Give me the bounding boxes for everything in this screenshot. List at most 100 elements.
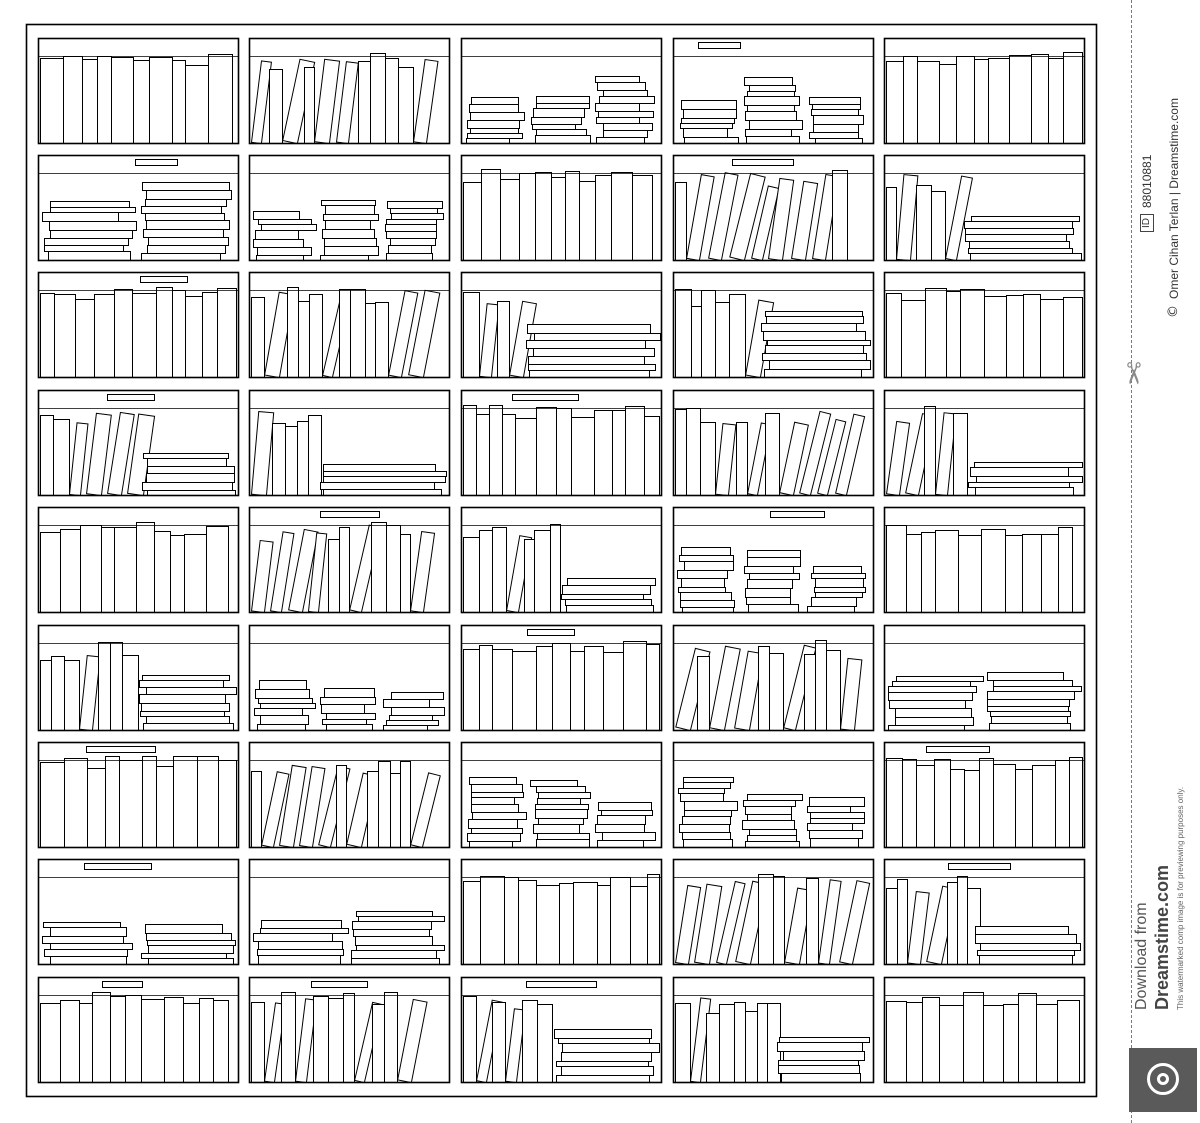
book-stacked <box>43 922 121 928</box>
book-spine <box>1063 297 1083 377</box>
book-stacked <box>766 316 864 324</box>
book-leaning <box>714 423 737 495</box>
shelf-books <box>463 874 660 964</box>
book-stacked <box>533 824 580 834</box>
download-from-label: Download from <box>1133 902 1150 1010</box>
dreamstime-logo-icon <box>1129 1048 1197 1112</box>
book-spine <box>197 756 219 847</box>
book-spine <box>697 656 710 730</box>
book-spine <box>213 1000 229 1082</box>
book-stacked <box>536 96 590 104</box>
book-stacked <box>680 793 724 802</box>
book-leaning <box>839 880 871 964</box>
book-lying <box>135 159 178 166</box>
book-spine <box>524 539 535 612</box>
book-lying <box>948 863 1011 870</box>
book-stacked <box>148 958 234 964</box>
book-leaning <box>708 172 739 260</box>
shelf-compartment <box>460 389 663 497</box>
book-stacked <box>468 819 518 829</box>
book-spine <box>935 530 959 612</box>
dashed-cut-line <box>1131 0 1132 1123</box>
book-spine <box>480 876 505 964</box>
book-spine <box>172 60 186 143</box>
book-stacked <box>683 782 731 789</box>
book-stacked <box>537 798 581 805</box>
shelf-books <box>40 276 237 377</box>
book-stacked <box>49 221 137 231</box>
book-spine <box>924 406 936 495</box>
book-stacked <box>682 816 731 825</box>
book-stacked <box>148 945 234 954</box>
book-spine <box>40 762 65 847</box>
shelf-compartment <box>672 858 875 966</box>
book-leaning <box>734 650 764 730</box>
book-stacked <box>323 489 442 495</box>
shelf-cell <box>883 389 1086 497</box>
book-leaning <box>686 174 715 260</box>
book-spine <box>719 1004 735 1082</box>
shelf-cell <box>37 741 240 849</box>
shelf-compartment <box>460 506 663 614</box>
book-spine <box>1057 1000 1080 1082</box>
book-stacked <box>747 550 801 558</box>
book-spine <box>536 646 553 730</box>
book-stacked <box>742 820 795 830</box>
book-stacked <box>44 238 129 246</box>
book-stacked <box>143 229 224 238</box>
book-stacked <box>50 207 136 213</box>
book-spine <box>463 405 477 495</box>
book-stacked <box>391 692 444 700</box>
book-stacked <box>146 687 237 695</box>
book-stacked <box>143 723 234 730</box>
book-stacked <box>253 933 333 942</box>
book-stacked <box>142 182 230 191</box>
book-stacked <box>889 700 966 709</box>
book-stacked <box>528 356 645 365</box>
book-spine <box>981 529 1006 612</box>
image-id-number: 88010881 <box>1140 154 1154 208</box>
book-stacked <box>467 120 520 129</box>
shelf-books <box>463 169 653 260</box>
book-spine <box>950 769 965 847</box>
book-stacked <box>42 212 119 222</box>
shelf-books <box>250 53 439 143</box>
book-leaning <box>68 422 89 495</box>
book-stacked <box>536 839 590 847</box>
shelf-books <box>680 42 864 143</box>
book-stacked <box>534 333 661 341</box>
book-stacked <box>324 688 375 698</box>
book-spine <box>916 185 932 260</box>
book-stacked <box>596 137 645 143</box>
shelf-cell <box>460 154 663 262</box>
book-stacked <box>964 221 1073 229</box>
shelf-books <box>42 159 232 260</box>
shelf-cell <box>883 506 1086 614</box>
shelf-books <box>886 52 1083 143</box>
shelf-books <box>467 777 656 847</box>
book-leaning <box>934 412 957 495</box>
book-stacked <box>255 230 299 240</box>
shelf-cell <box>37 389 240 497</box>
book-stacked <box>781 1073 861 1082</box>
book-stacked <box>386 231 437 239</box>
book-spine <box>60 529 81 612</box>
shelf-compartment <box>883 271 1086 379</box>
book-stacked <box>385 224 437 232</box>
book-stacked <box>680 123 733 129</box>
book-spine <box>934 759 951 847</box>
book-spine <box>993 764 1016 847</box>
shelf-cell <box>672 506 875 614</box>
book-spine <box>1036 1004 1058 1082</box>
book-spine <box>489 405 503 495</box>
book-spine <box>921 532 936 612</box>
book-spine <box>903 56 918 143</box>
shelf-compartment <box>248 37 451 145</box>
shelf-books <box>253 911 445 964</box>
shelf-cell <box>883 858 1086 966</box>
book-stacked <box>812 104 861 110</box>
book-stacked <box>965 228 1074 235</box>
book-stacked <box>763 331 866 341</box>
book-lying <box>512 394 579 401</box>
book-spine <box>339 289 351 377</box>
